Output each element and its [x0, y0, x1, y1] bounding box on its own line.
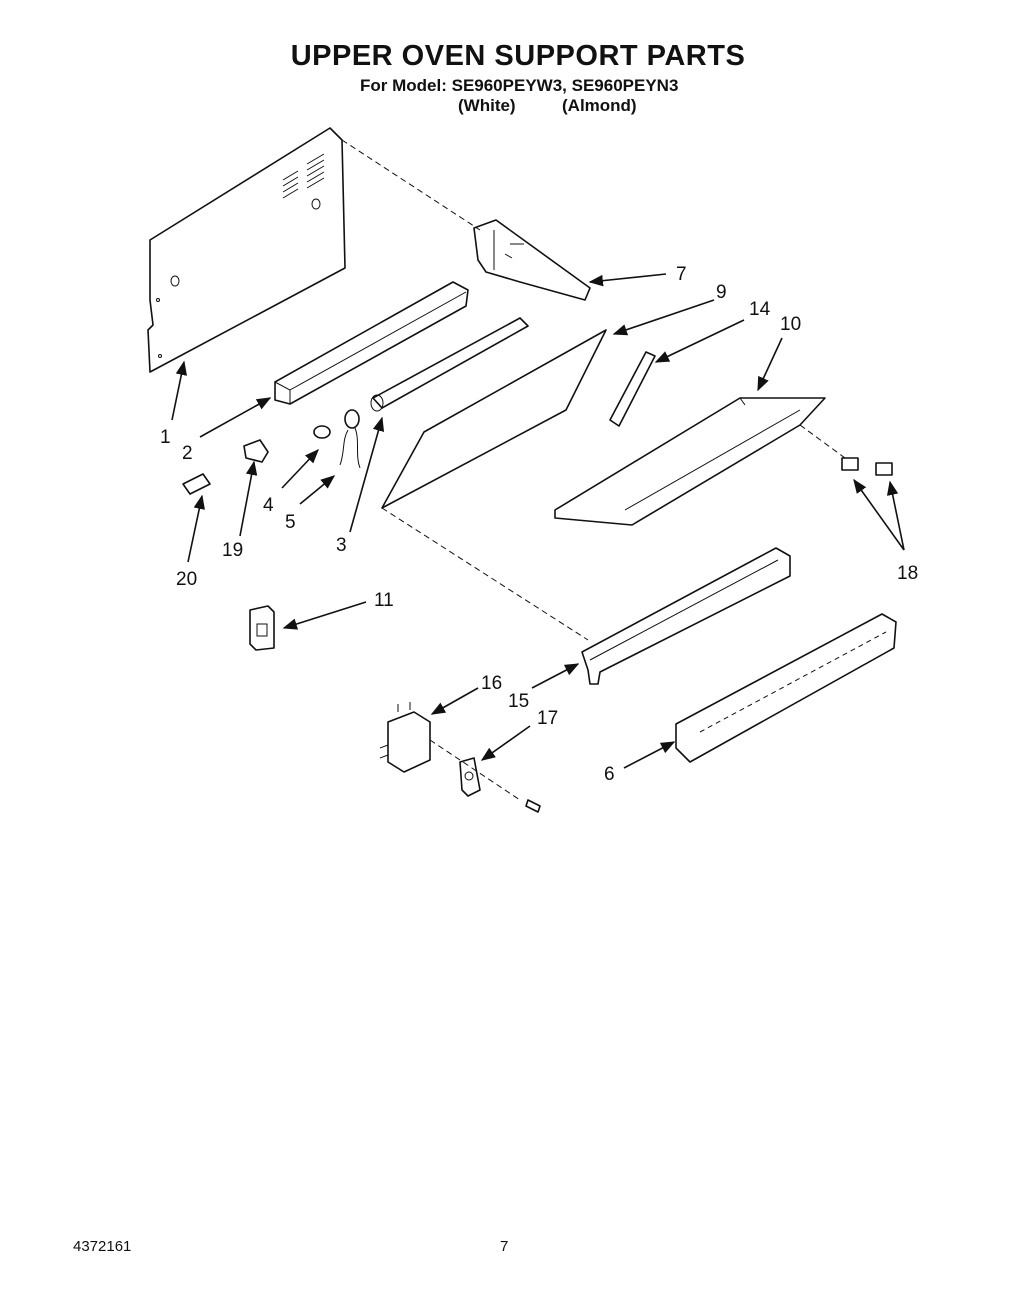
- part-11-switch: [249, 605, 275, 651]
- part-19-socket: [243, 439, 269, 463]
- part-5-gasket: [339, 409, 361, 469]
- part-2-channel: [274, 281, 469, 405]
- callout-9: 9: [716, 282, 727, 303]
- part-9-glass-panel: [381, 329, 607, 509]
- part-7-bracket: [473, 219, 591, 301]
- part-17-bracket: [459, 757, 481, 797]
- variant-white: (White): [458, 96, 516, 115]
- part-16-valve: [379, 702, 431, 773]
- leader-arrows: [171, 273, 905, 769]
- callout-1: 1: [160, 427, 171, 448]
- part-15-front-rail: [581, 547, 791, 685]
- callout-labels: 1 2 3 4 5 6 7 9 10 11 14 15 16 17 18 19 …: [160, 264, 918, 785]
- assembly-lines: [341, 139, 846, 801]
- callout-16: 16: [481, 673, 502, 694]
- part-10-tray: [554, 397, 826, 526]
- callout-18: 18: [897, 563, 918, 584]
- part-14-strip: [609, 351, 656, 427]
- variant-almond: (Almond): [562, 96, 637, 115]
- part-20-plug: [182, 473, 211, 495]
- model-line: For Model: SE960PEYW3, SE960PEYN3: [360, 76, 679, 95]
- callout-7: 7: [676, 264, 687, 285]
- callout-11: 11: [374, 590, 394, 611]
- callout-10: 10: [780, 314, 801, 335]
- callout-15: 15: [508, 691, 529, 712]
- callout-19: 19: [222, 540, 243, 561]
- callout-5: 5: [285, 512, 296, 533]
- screw: [525, 799, 541, 813]
- callout-3: 3: [336, 535, 347, 556]
- callout-6: 6: [604, 764, 615, 785]
- page-number: 7: [500, 1238, 509, 1255]
- callout-17: 17: [537, 708, 558, 729]
- page-title: UPPER OVEN SUPPORT PARTS: [290, 40, 746, 72]
- callout-2: 2: [182, 443, 193, 464]
- callout-4: 4: [263, 495, 274, 516]
- part-4-lens: [313, 425, 331, 439]
- part-6-vent-rail: [675, 613, 897, 763]
- part-18-connectors: [841, 457, 893, 476]
- callout-20: 20: [176, 569, 197, 590]
- callout-14: 14: [749, 299, 771, 320]
- part-1-rear-panel: [147, 127, 346, 373]
- part-3-lamp-tube: [370, 317, 529, 412]
- document-number: 4372161: [73, 1238, 132, 1255]
